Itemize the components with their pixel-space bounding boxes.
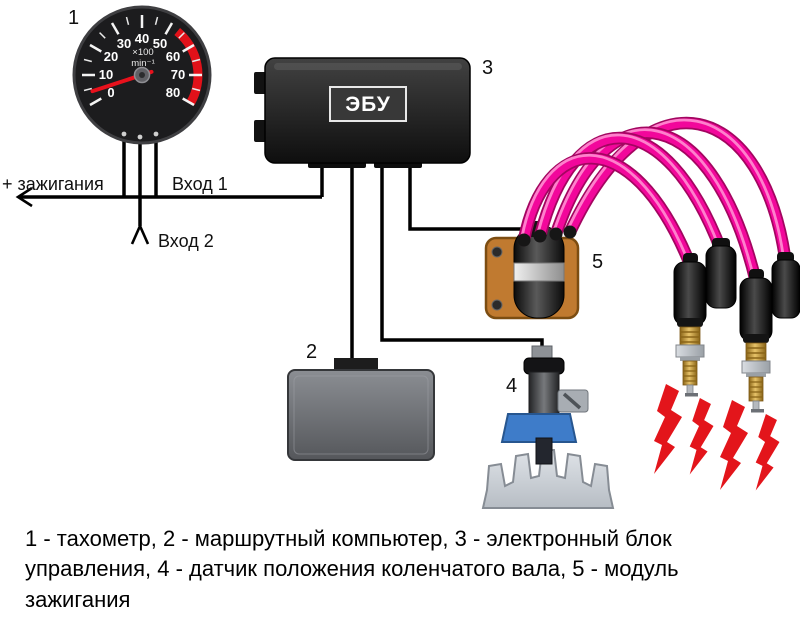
module-metal-band (513, 262, 565, 282)
wire-ecu-sensor (380, 163, 544, 348)
spark-plug-3 (739, 268, 773, 414)
spark-plug-1 (673, 252, 707, 398)
tach-scale-label: 0 (107, 85, 114, 100)
tach-scale-label: 20 (104, 49, 118, 64)
spark-bolt-icon (720, 400, 748, 490)
ignition-plus-label: + зажигания (2, 174, 104, 194)
spark-plug-boot-2 (705, 238, 737, 309)
sensor-tip (535, 437, 553, 465)
sensor-body (528, 371, 560, 417)
crank-sensor-assembly (481, 345, 615, 509)
route-computer (287, 358, 435, 461)
needle-hub-center (139, 72, 145, 78)
computer-box (287, 369, 435, 461)
component-number-1: 1 (68, 7, 79, 29)
tachometer-terminals (121, 131, 159, 140)
spark-bolt-icon (654, 384, 682, 474)
wire-ecu-module (408, 163, 537, 231)
tach-scale-label: 80 (166, 85, 180, 100)
spark-plug-boot-4 (771, 252, 800, 319)
input1-label: Вход 1 (172, 174, 228, 194)
hv-cable-4 (563, 116, 793, 271)
component-number-5: 5 (592, 251, 603, 273)
tach-scale-label: 50 (153, 36, 167, 51)
tachometer: 0 10 20 30 40 50 60 70 80 ×100 min⁻¹ (72, 5, 212, 145)
spark-bolt-icon (755, 414, 780, 491)
component-number-3: 3 (482, 57, 493, 79)
component-number-4: 4 (506, 375, 517, 397)
tach-scale-label: 10 (99, 67, 113, 82)
crank-sensor (500, 345, 589, 465)
wiring-diagram: + зажигания Вход 1 Вход 2 0 10 (2, 5, 800, 509)
tachometer-scale-numbers: 0 10 20 30 40 50 60 70 80 (99, 31, 185, 100)
diagram-caption: 1 - тахометр, 2 - маршрутный компьютер, … (25, 526, 679, 612)
tachometer-redline-zone (174, 28, 203, 106)
input2-fork-icon (130, 222, 150, 245)
tach-scale-label: 70 (171, 67, 185, 82)
module-screw (491, 299, 503, 311)
ignition-module (484, 221, 580, 320)
input2-label: Вход 2 (158, 231, 214, 251)
sensor-mount-screw (562, 392, 582, 410)
module-screw (491, 246, 503, 258)
computer-inner-line (293, 375, 429, 455)
tach-scale-label: 40 (135, 31, 149, 46)
ecu-side-tab (254, 120, 267, 142)
tach-scale-label: 60 (166, 49, 180, 64)
hv-cable-2 (533, 131, 728, 257)
tach-scale-label: 30 (117, 36, 131, 51)
ecu-side-tab (254, 72, 267, 94)
ignition-arrow-icon (15, 186, 33, 208)
spark-bolt-icon (689, 398, 714, 475)
component-number-2: 2 (306, 341, 317, 363)
tachometer-ticks (82, 15, 202, 107)
ecu-label: ЭБУ (345, 93, 391, 116)
computer-top-tab (334, 358, 378, 372)
hv-cable-terminals (517, 225, 577, 247)
ecu-label-plate (329, 86, 407, 122)
reluctor-gear (481, 449, 615, 509)
sensor-blue-bracket (500, 413, 578, 443)
spark-plugs (654, 238, 800, 491)
signal-wires (15, 134, 544, 362)
ecu: ЭБУ (254, 57, 471, 168)
ecu-top-highlight (274, 63, 462, 70)
hv-cables (517, 116, 793, 289)
tach-unit-label: min⁻¹ (131, 58, 155, 69)
tach-multiplier-label: ×100 (132, 47, 153, 58)
hv-cable-1 (517, 152, 697, 271)
hv-cable-3 (549, 126, 763, 289)
